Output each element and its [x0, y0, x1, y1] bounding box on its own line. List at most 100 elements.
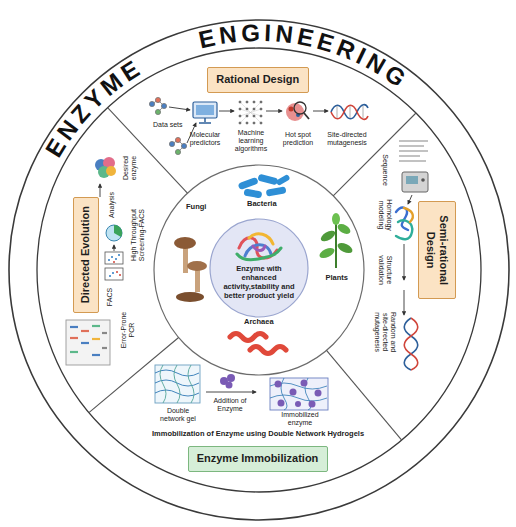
illustration-part: [402, 172, 428, 192]
illustration-part: [160, 365, 166, 403]
illustration-part: [396, 208, 408, 230]
step-label: High Throughput Screening-FACS: [130, 205, 146, 265]
illustration-part: [253, 122, 256, 125]
illustration-part: [238, 177, 259, 190]
step-label: Molecular predictors: [184, 131, 226, 147]
illustration-part: [113, 261, 115, 263]
step-label: Desired enzyme: [122, 153, 138, 183]
node-label: Rational Design: [216, 73, 299, 86]
illustration-part: [337, 106, 338, 118]
step-label: Immobilized enzyme: [278, 411, 323, 427]
illustration-part: [239, 101, 242, 104]
illustration-part: [396, 220, 412, 239]
text-group: Semi-rational Design: [424, 210, 450, 290]
computer-icon: [193, 102, 217, 123]
illustration-part: [246, 115, 249, 118]
text-group: Enzyme with enhanced activity,stability …: [220, 264, 298, 300]
plant-icon: [318, 213, 354, 268]
illustration-part: [315, 390, 322, 397]
illustration-part: [336, 222, 352, 236]
organism-label: Fungi: [186, 203, 206, 212]
step-label: Hot spot prediction: [279, 131, 317, 147]
illustration-part: [227, 374, 235, 382]
illustration-part: [260, 122, 263, 125]
step-label: Structure validation: [377, 250, 393, 290]
illustration-part: [408, 195, 412, 204]
illustration-part: [240, 109, 261, 116]
illustration-part: [332, 213, 340, 225]
illustration-part: [327, 350, 402, 440]
illustration-part: [169, 141, 174, 146]
illustration-part: [174, 237, 196, 249]
illustration-part: [161, 103, 166, 108]
illustration-part: [240, 102, 261, 123]
illustration-part: [193, 102, 217, 118]
illustration-part: [116, 271, 118, 273]
step-label: FACS: [106, 288, 114, 306]
step-label: Error-Prone PCR: [120, 308, 136, 352]
illustration-part: [257, 174, 278, 186]
illustration-part: [114, 225, 122, 237]
desired-enzyme-icon: [95, 157, 116, 178]
illustration-part: [118, 254, 120, 256]
illustration-part: [113, 261, 121, 276]
illustration-part: [169, 107, 190, 110]
step-label: Data sets: [153, 121, 183, 129]
illustration-part: [331, 105, 368, 119]
enzyme-icon: [220, 374, 235, 389]
illustration-part: [275, 381, 282, 388]
illustration-part: [196, 105, 214, 115]
illustration-part: [92, 325, 100, 327]
step-label: Machine learning algorithms: [230, 129, 272, 153]
illustration-part: [404, 318, 418, 370]
illustration-part: [404, 208, 413, 222]
illustration-part: [270, 378, 328, 410]
illustration-part: [246, 101, 249, 104]
dna-helix: [331, 105, 368, 120]
illustration-part: [108, 254, 120, 277]
illustration-part: [240, 109, 261, 116]
illustration-part: [226, 382, 233, 389]
method-box: Enzyme Immobilization: [188, 446, 329, 472]
illustration-part: [246, 108, 249, 111]
illustration-part: [240, 102, 261, 123]
illustration-part: [70, 337, 78, 339]
illustration-part: [149, 101, 154, 106]
step-label: Sequence: [381, 154, 389, 186]
illustration-part: [174, 365, 180, 403]
illustration-part: [206, 392, 256, 393]
organism-label: Plants: [326, 274, 349, 283]
illustration-part: [318, 246, 336, 260]
step-label: Homology modeling: [377, 197, 393, 233]
illustration-part: [319, 229, 337, 244]
illustration-part: [363, 106, 364, 118]
illustration-part: [108, 259, 110, 261]
illustration-part: [92, 338, 100, 340]
illustration-part: [188, 365, 194, 403]
illustration-part: [154, 165, 364, 375]
fungi-icon: [174, 237, 207, 302]
step-label: Random and site-directed mutagenesis: [373, 308, 397, 356]
illustration-part: [102, 332, 107, 334]
text-group: Directed Evolution: [79, 206, 92, 303]
illustration-part: [102, 347, 107, 349]
illustration-part: [295, 401, 301, 407]
illustration-part: [239, 108, 242, 111]
illustration-part: [155, 109, 160, 114]
illustration-part: [112, 272, 114, 274]
illustration-part: [108, 108, 188, 194]
sequencer-device: [402, 172, 428, 192]
illustration-part: [115, 258, 117, 260]
illustration-part: [260, 115, 263, 118]
illustration-part: [336, 241, 354, 255]
method-box: Semi-rational Design: [418, 201, 457, 300]
illustration-part: [399, 160, 426, 161]
illustration-part: [253, 101, 256, 104]
illustration-part: [199, 122, 211, 124]
node-label: Semi-rational Design: [424, 210, 450, 290]
immobilized-enzyme-gel: [270, 378, 328, 410]
sequence-glyph: [399, 141, 428, 161]
method-box: Directed Evolution: [73, 197, 99, 313]
illustration-part: [114, 245, 115, 251]
illustration-part: [278, 400, 285, 407]
